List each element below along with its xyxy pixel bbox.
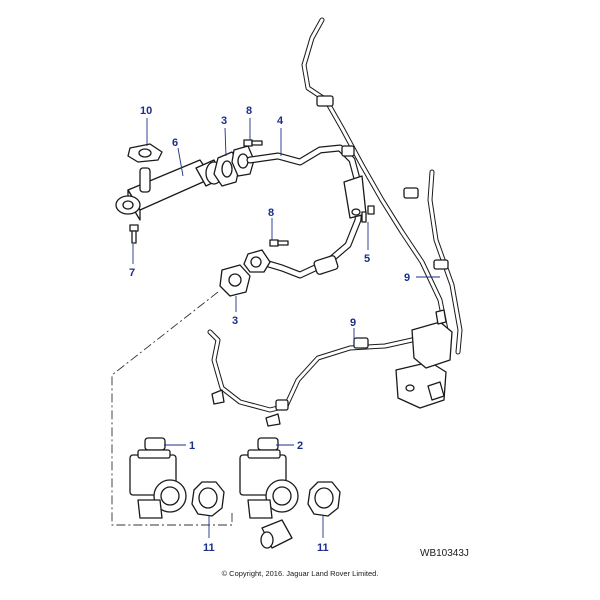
- bolt-5: [361, 205, 375, 223]
- callout-10: 10: [140, 105, 152, 117]
- gasket-11-right: [307, 481, 341, 517]
- callout-2: 2: [297, 440, 303, 452]
- copyright-notice: © Copyright, 2016. Jaguar Land Rover Lim…: [222, 569, 379, 578]
- callout-1: 1: [189, 440, 195, 452]
- dash-dot-guide: [111, 291, 233, 526]
- callout-9-upper: 9: [404, 272, 410, 284]
- egr-valve-1: [129, 437, 187, 519]
- egr-valve-2: [239, 437, 299, 549]
- egr-pipe: [243, 144, 367, 279]
- callout-5: 5: [364, 253, 370, 265]
- vacuum-hose-upper: [301, 17, 463, 355]
- callout-3-upper: 3: [221, 115, 227, 127]
- bolt-8-lower: [269, 239, 289, 247]
- callout-8-upper: 8: [246, 105, 252, 117]
- callouts: 10 6 3 8 4 7 8 5 3 9 9 1 2 11 11: [129, 105, 410, 554]
- gasket-10: [127, 143, 163, 163]
- vacuum-solenoid-bracket: [395, 309, 453, 409]
- callout-11-left: 11: [203, 542, 215, 554]
- reference-code: WB10343J: [420, 548, 469, 559]
- gasket-3-upper: [213, 145, 255, 187]
- egr-cooler: [115, 159, 223, 221]
- callout-8-lower: 8: [268, 207, 274, 219]
- callout-6: 6: [172, 137, 178, 149]
- leader-lines: [132, 118, 440, 538]
- callout-9-lower: 9: [350, 317, 356, 329]
- gasket-11-left: [191, 481, 225, 517]
- callout-3-lower: 3: [232, 315, 238, 327]
- bolt-7: [129, 224, 139, 244]
- callout-4: 4: [277, 115, 284, 127]
- callout-7: 7: [129, 267, 135, 279]
- vacuum-hose-lower: [207, 329, 431, 427]
- bolt-8-upper: [243, 139, 263, 147]
- callout-11-right: 11: [317, 542, 329, 554]
- gasket-3-lower: [219, 264, 251, 297]
